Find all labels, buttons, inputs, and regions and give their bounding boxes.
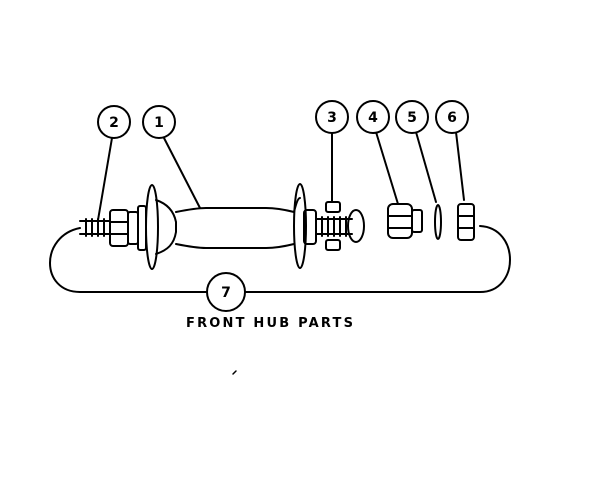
left-nut: [109, 205, 147, 251]
callout-circle-6: [435, 100, 469, 134]
grouping-loop: [49, 225, 511, 293]
callout-number-3: 3: [327, 110, 337, 126]
washer: [434, 204, 442, 240]
callout-circle-2: [97, 105, 131, 139]
leader-line-1: [163, 137, 201, 209]
diagram-caption: FRONT HUB PARTS: [186, 316, 356, 331]
callout-circle-4: [356, 100, 390, 134]
callout-circle-3: [315, 100, 349, 134]
callout-circle-7: [206, 272, 246, 312]
right-flange: [293, 183, 317, 269]
leader-line-5: [415, 131, 437, 203]
leader-line-2: [97, 137, 113, 221]
hub-body: [175, 207, 295, 249]
callout-number-1: 1: [154, 115, 164, 131]
callout-number-4: 4: [368, 110, 378, 126]
leader-line-6: [455, 131, 465, 201]
axle-nut: [457, 203, 475, 241]
callout-number-6: 6: [447, 110, 457, 126]
lock-nut: [387, 203, 423, 239]
callout-number-7: 7: [221, 285, 231, 301]
callout-number-2: 2: [109, 115, 119, 131]
axle-left-thread: [79, 218, 111, 237]
leader-line-4: [375, 131, 399, 205]
callout-circle-1: [142, 105, 176, 139]
left-flange: [145, 184, 177, 270]
axle-right-thread: [315, 216, 353, 237]
stray-mark: [232, 370, 237, 375]
cone: [325, 201, 365, 251]
callout-circle-5: [395, 100, 429, 134]
callout-number-5: 5: [407, 110, 417, 126]
